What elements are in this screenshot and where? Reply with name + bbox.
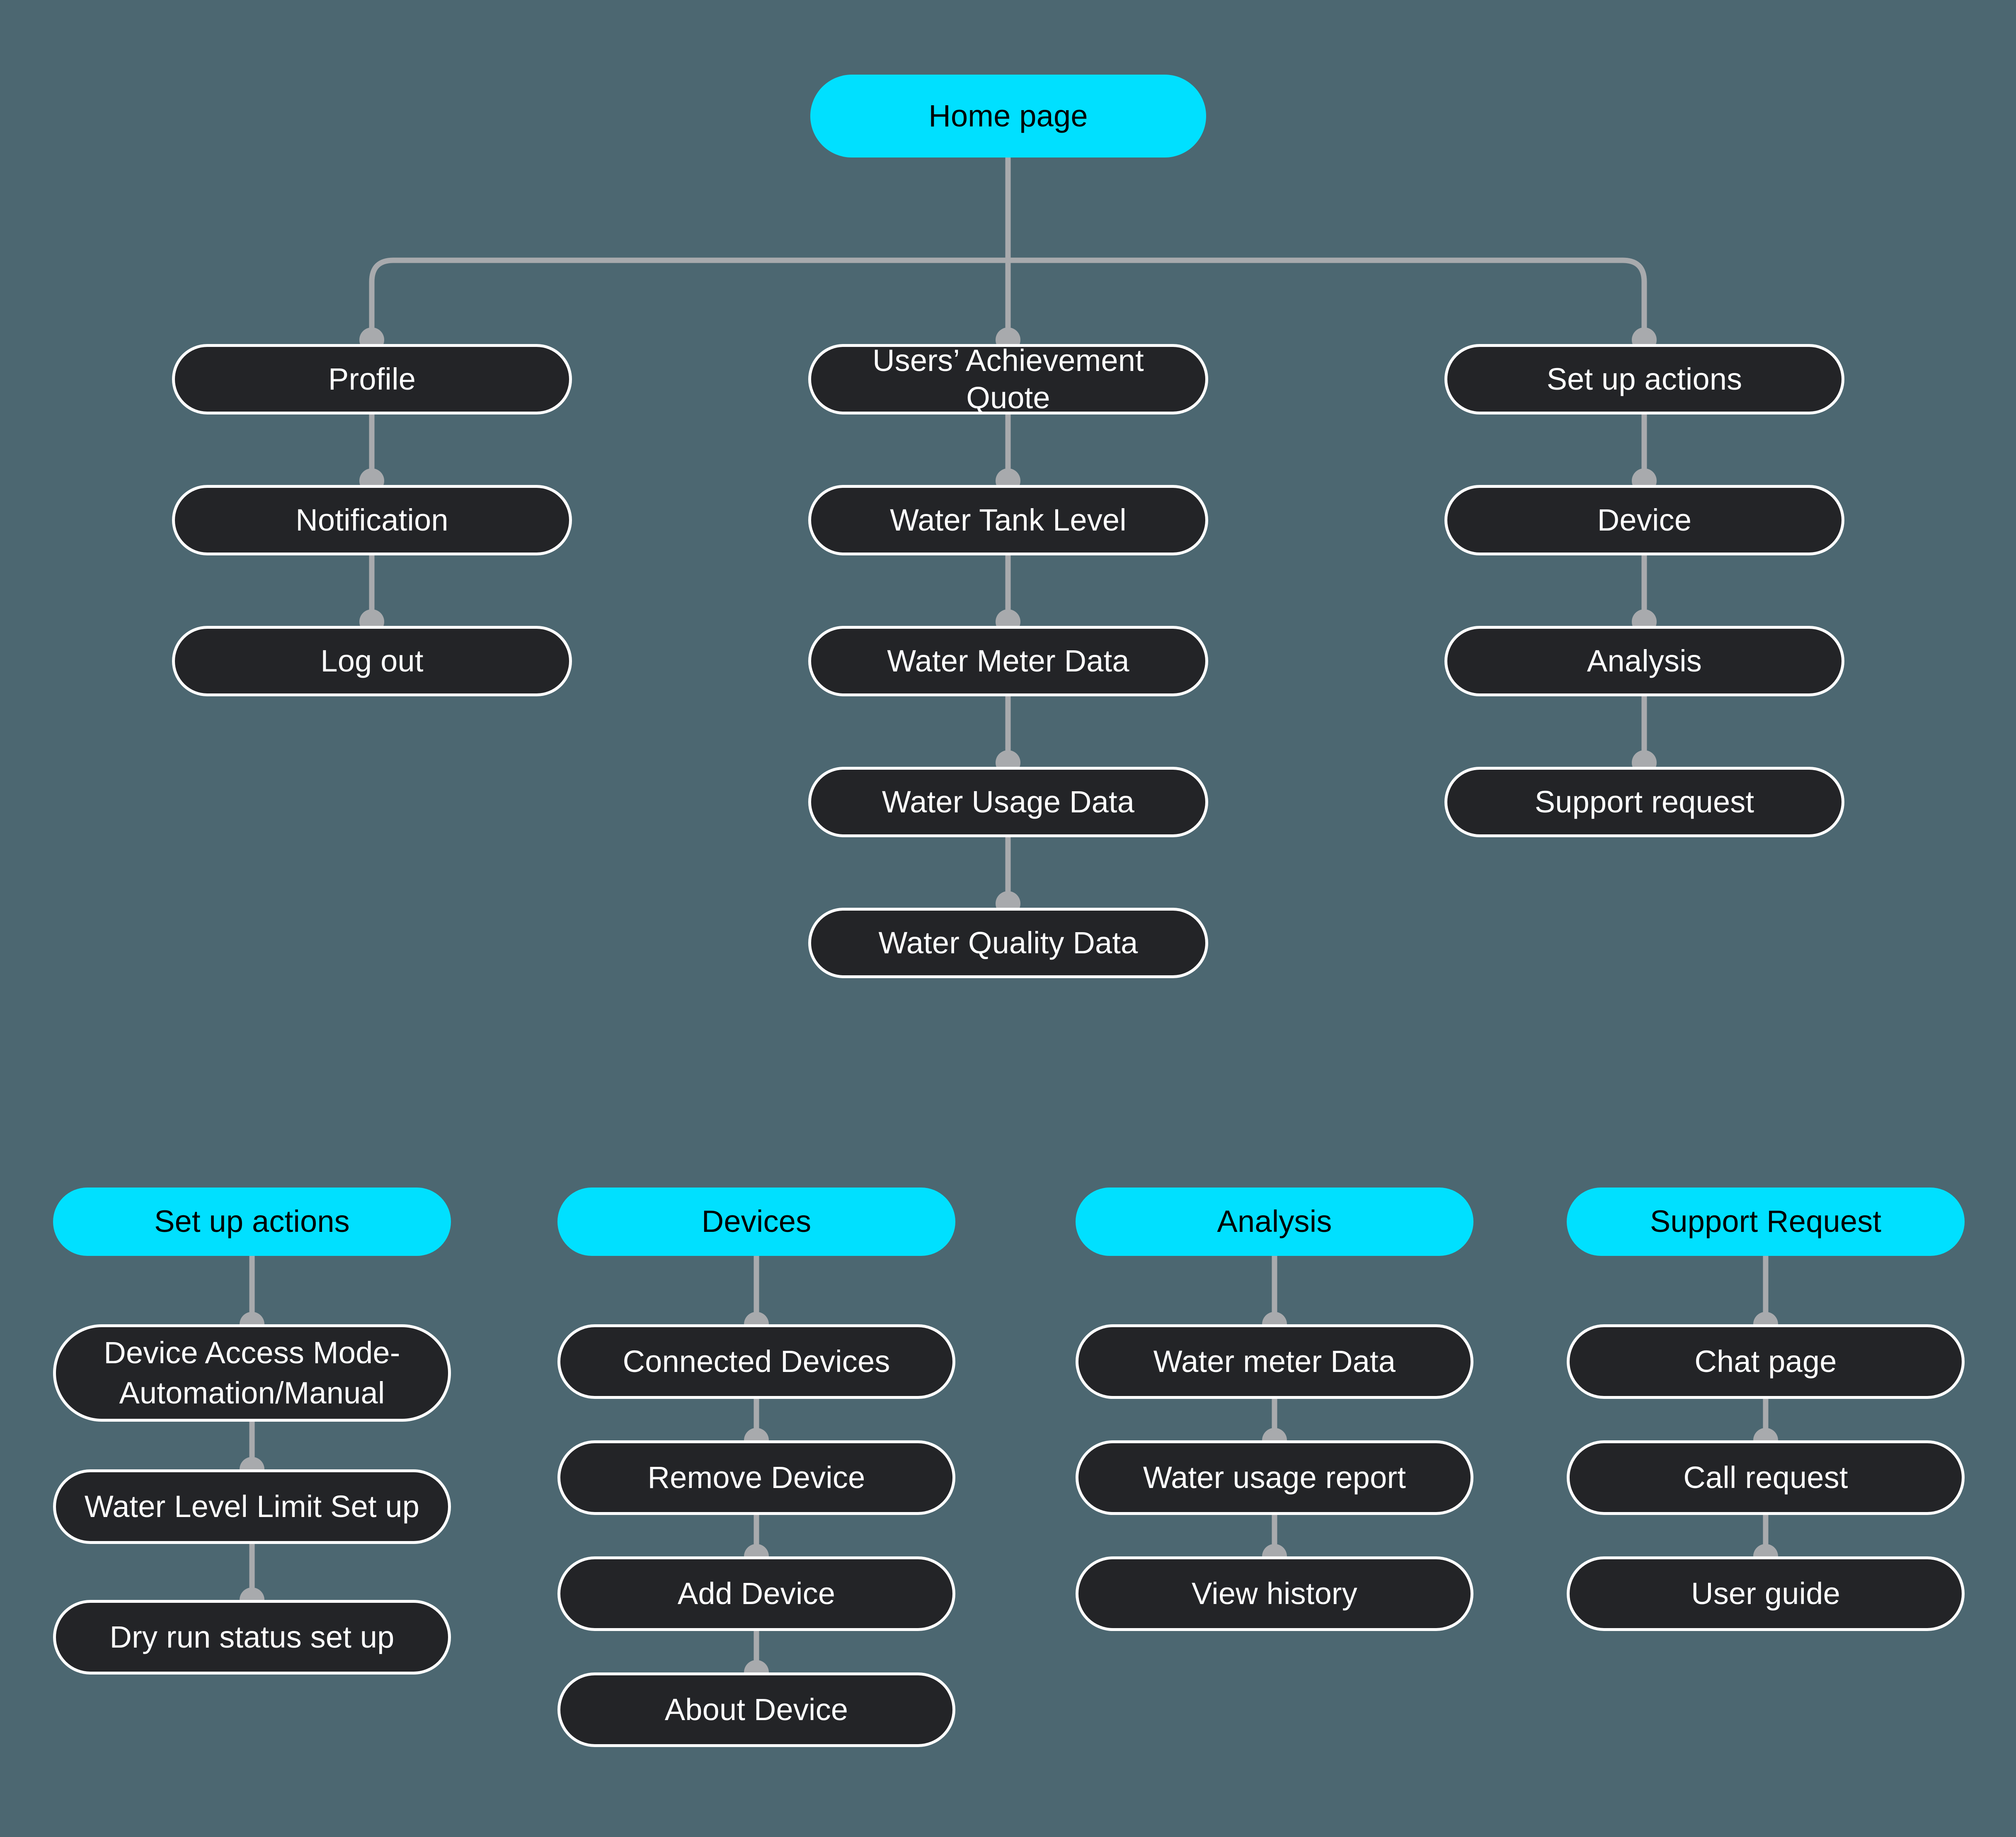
node-label: Chat page	[1694, 1344, 1837, 1379]
node-label: Water Level Limit Set up	[84, 1489, 420, 1524]
node-label: Analysis	[1217, 1204, 1332, 1239]
node-label: Water meter Data	[1153, 1344, 1396, 1379]
node-label: Device	[1597, 502, 1692, 537]
node-about-device[interactable]: About Device	[557, 1672, 955, 1747]
node-home-page[interactable]: Home page	[810, 75, 1206, 158]
node-label: View history	[1192, 1576, 1357, 1611]
group-header-analysis[interactable]: Analysis	[1076, 1188, 1473, 1256]
connector-root-bus	[369, 257, 1647, 344]
node-call-request[interactable]: Call request	[1567, 1440, 1965, 1515]
node-remove-device[interactable]: Remove Device	[557, 1440, 955, 1515]
node-label: Log out	[320, 643, 424, 678]
node-label: Analysis	[1587, 643, 1702, 678]
node-label: Water Meter Data	[887, 643, 1129, 678]
node-user-guide[interactable]: User guide	[1567, 1556, 1965, 1631]
node-label: Device Access Mode- Automation/Manual	[104, 1335, 400, 1410]
node-label: Dry run status set up	[109, 1619, 395, 1654]
node-water-level-limit-set-up[interactable]: Water Level Limit Set up	[53, 1469, 451, 1544]
node-label: Set up actions	[154, 1204, 350, 1239]
node-label: Add Device	[677, 1576, 836, 1611]
node-label: Water Tank Level	[890, 502, 1127, 537]
node-water-meter-data-analysis[interactable]: Water meter Data	[1076, 1324, 1473, 1399]
node-label: Water Usage Data	[882, 784, 1135, 819]
node-notification[interactable]: Notification	[172, 485, 572, 555]
node-label: Profile	[328, 361, 416, 396]
node-connected-devices[interactable]: Connected Devices	[557, 1324, 955, 1399]
node-label: Home page	[928, 98, 1088, 133]
node-add-device[interactable]: Add Device	[557, 1556, 955, 1631]
node-label: Water Quality Data	[878, 925, 1138, 960]
node-water-tank-level[interactable]: Water Tank Level	[808, 485, 1208, 555]
node-log-out[interactable]: Log out	[172, 626, 572, 696]
node-water-usage-data[interactable]: Water Usage Data	[808, 767, 1208, 837]
node-dry-run-status-set-up[interactable]: Dry run status set up	[53, 1600, 451, 1675]
node-label: Call request	[1683, 1460, 1848, 1495]
node-label: Set up actions	[1546, 361, 1742, 396]
node-water-quality-data[interactable]: Water Quality Data	[808, 908, 1208, 978]
node-device[interactable]: Device	[1444, 485, 1844, 555]
node-set-up-actions[interactable]: Set up actions	[1444, 344, 1844, 414]
group-header-set-up-actions[interactable]: Set up actions	[53, 1188, 451, 1256]
node-label: Connected Devices	[623, 1344, 890, 1379]
node-label: Remove Device	[647, 1460, 865, 1495]
group-header-support-request[interactable]: Support Request	[1567, 1188, 1965, 1256]
node-water-usage-report[interactable]: Water usage report	[1076, 1440, 1473, 1515]
group-header-devices[interactable]: Devices	[557, 1188, 955, 1256]
node-label: Support request	[1534, 784, 1754, 819]
node-view-history[interactable]: View history	[1076, 1556, 1473, 1631]
node-water-meter-data[interactable]: Water Meter Data	[808, 626, 1208, 696]
node-label: User guide	[1691, 1576, 1840, 1611]
node-chat-page[interactable]: Chat page	[1567, 1324, 1965, 1399]
node-label: Notification	[296, 502, 448, 537]
node-label: Devices	[701, 1204, 812, 1239]
node-label: Users’ Achievement Quote	[872, 343, 1144, 415]
node-label: Water usage report	[1143, 1460, 1406, 1495]
node-label: About Device	[664, 1692, 848, 1727]
node-label: Support Request	[1650, 1204, 1882, 1239]
node-device-access-mode[interactable]: Device Access Mode- Automation/Manual	[53, 1324, 451, 1422]
node-support-request[interactable]: Support request	[1444, 767, 1844, 837]
node-profile[interactable]: Profile	[172, 344, 572, 414]
node-users-achievement-quote[interactable]: Users’ Achievement Quote	[808, 343, 1208, 415]
node-analysis[interactable]: Analysis	[1444, 626, 1844, 696]
